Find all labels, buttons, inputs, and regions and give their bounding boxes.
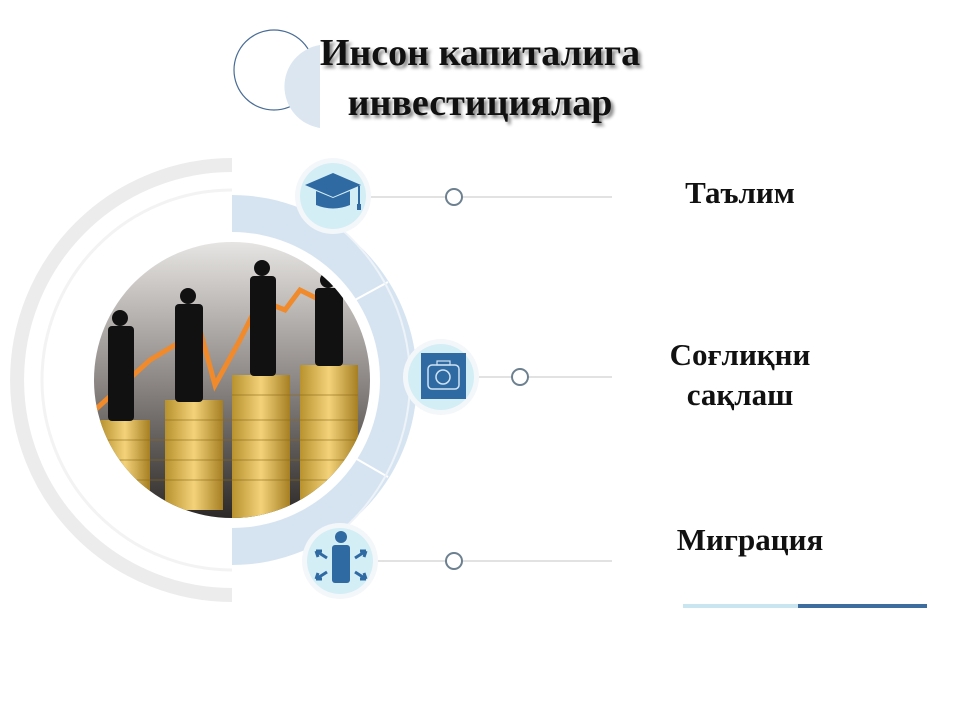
title-line-1: Инсон капиталига: [319, 32, 641, 74]
investment-picture: [94, 242, 370, 518]
healthcare-line-2: сақлаш: [686, 377, 794, 412]
ring-divider: [354, 281, 389, 301]
ring-band: [232, 195, 417, 565]
title-line-2: инвестициялар: [347, 82, 613, 124]
outer-arc: [10, 158, 233, 602]
person-arrows-icon: [302, 523, 378, 599]
title-half-circle: [284, 45, 320, 128]
graduation-cap-icon: [295, 158, 371, 234]
slide-title: Инсон капиталига инвестициялар: [270, 28, 690, 128]
ring-divider: [354, 457, 389, 478]
item-label-healthcare: Соғлиқни сақлаш: [640, 335, 840, 415]
item-label-education: Таълим: [685, 175, 795, 210]
bottom-bar-light: [683, 604, 798, 608]
connector-dot: [445, 188, 463, 206]
item-label-migration: Миграция: [676, 522, 824, 557]
healthcare-line-1: Соғлиқни: [669, 337, 811, 372]
bottom-bar-dark: [798, 604, 927, 608]
medical-kit-icon: [403, 339, 479, 415]
connector-dot: [445, 552, 463, 570]
inner-arc: [40, 188, 233, 572]
connector-dot: [511, 368, 529, 386]
